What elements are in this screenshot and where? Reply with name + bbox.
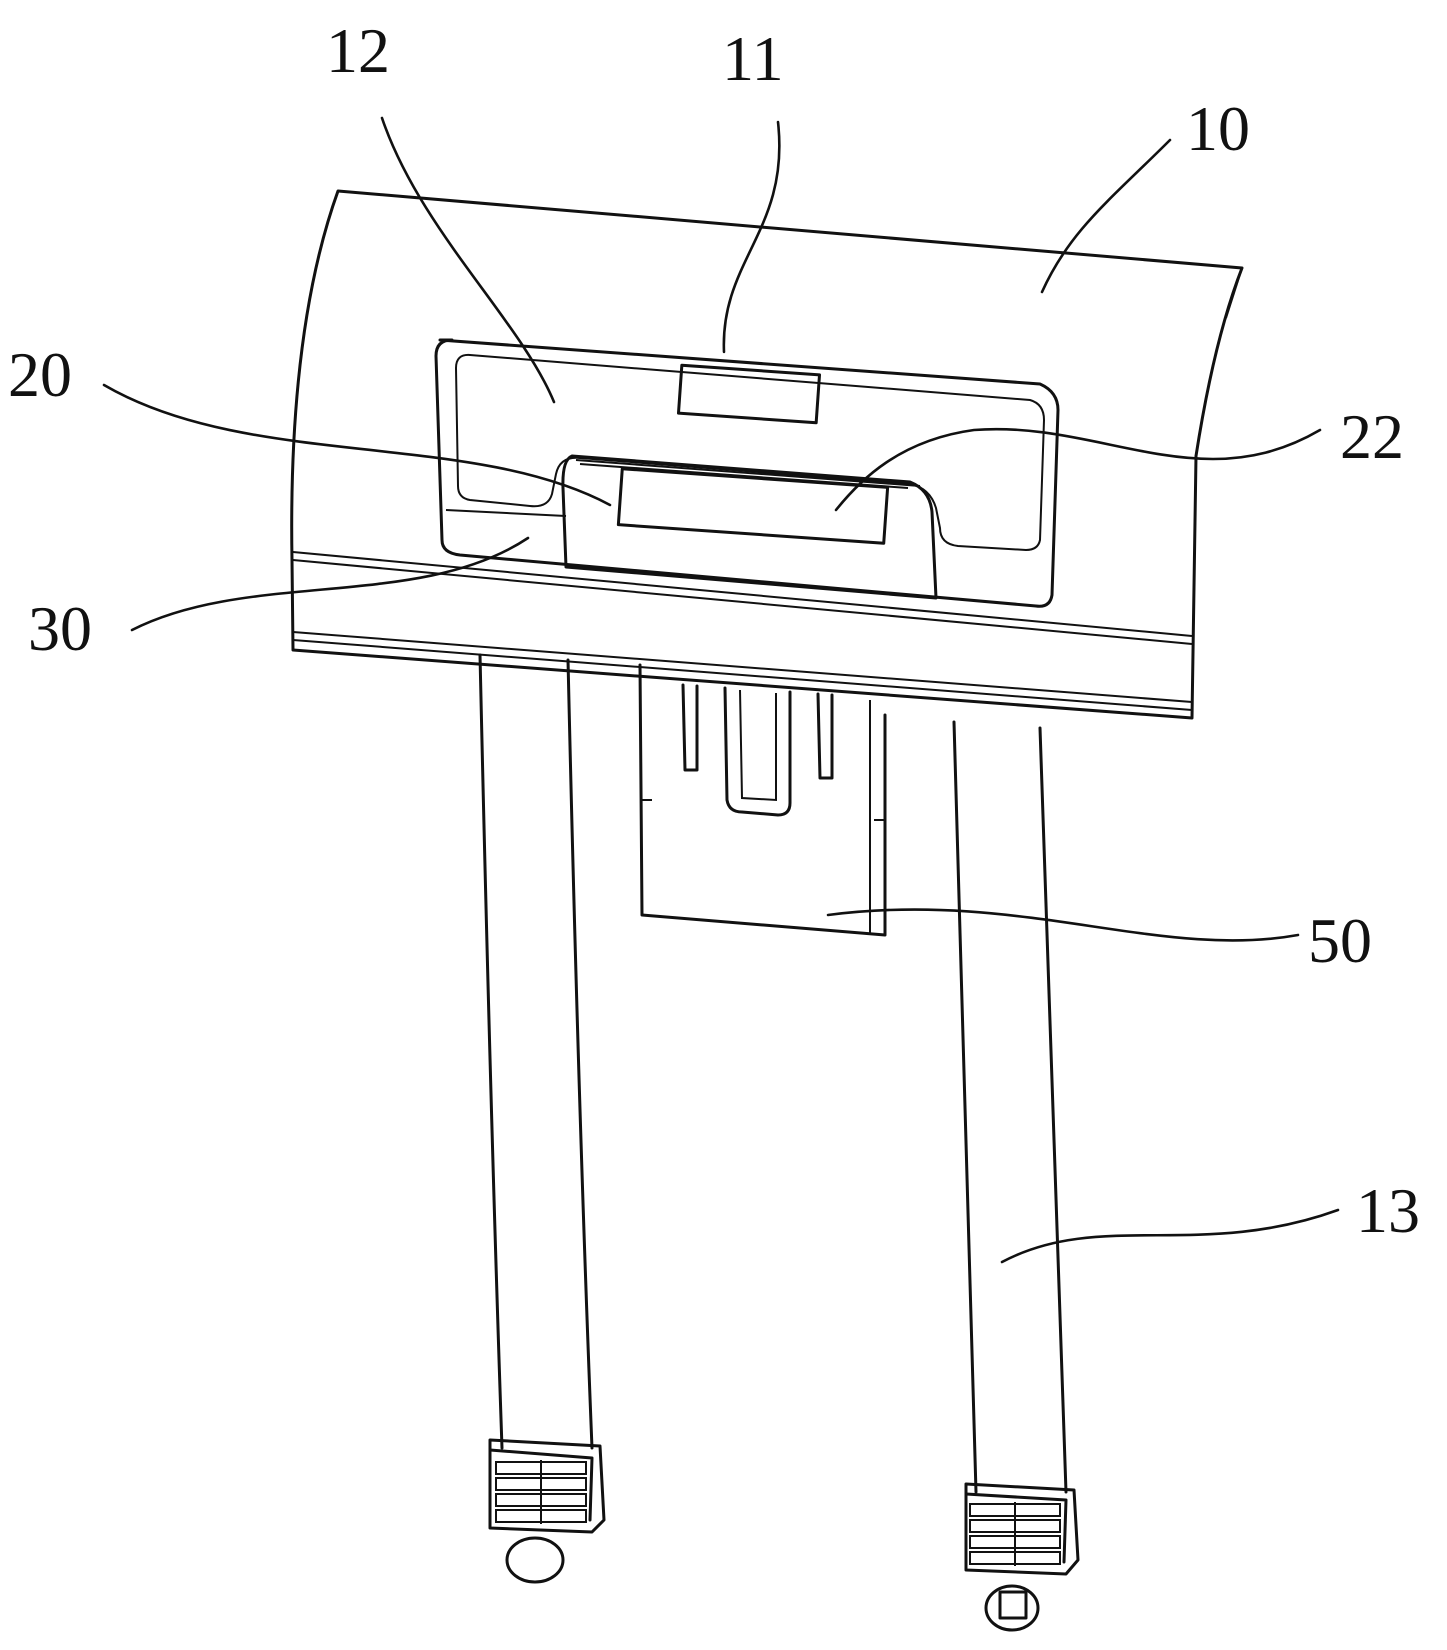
reference-labels: 12 11 10 20 22 30 50 13	[8, 15, 1420, 1246]
operation-button	[561, 454, 938, 600]
label-50: 50	[1308, 905, 1372, 976]
housing-body	[290, 189, 1244, 720]
leader-22	[834, 427, 1322, 512]
label-30: 30	[28, 593, 92, 664]
left-leg	[478, 653, 594, 1450]
control-panel	[434, 338, 1060, 608]
label-22: 22	[1340, 401, 1404, 472]
leader-50	[826, 908, 1300, 942]
label-12: 12	[326, 15, 390, 86]
leader-13	[1000, 1208, 1340, 1264]
right-leg	[952, 720, 1068, 1494]
label-11: 11	[722, 23, 784, 94]
leader-20	[102, 383, 612, 507]
label-13: 13	[1356, 1175, 1420, 1246]
leader-lines	[102, 116, 1340, 1264]
button-window	[616, 467, 890, 545]
hanging-box	[638, 663, 887, 937]
leader-10	[1040, 138, 1172, 294]
leader-12	[380, 116, 556, 404]
left-caster	[488, 1438, 606, 1584]
label-20: 20	[8, 339, 72, 410]
base-block	[445, 509, 567, 517]
display-window	[676, 363, 822, 425]
right-caster	[964, 1482, 1080, 1632]
leader-11	[722, 120, 781, 354]
leader-30	[130, 536, 530, 632]
label-10: 10	[1186, 93, 1250, 164]
